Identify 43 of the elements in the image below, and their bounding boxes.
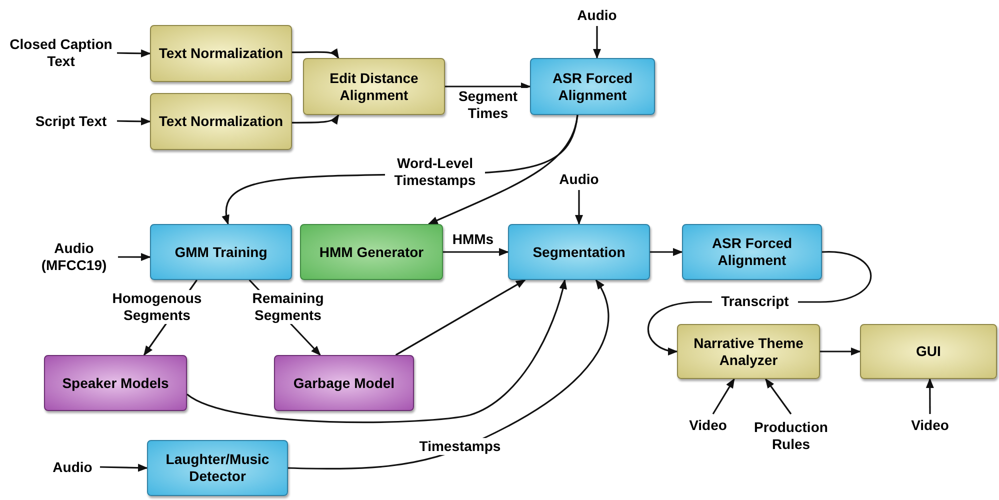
process-box: Narrative Theme Analyzer xyxy=(677,324,820,379)
arrow xyxy=(118,253,151,262)
arrow xyxy=(395,279,526,356)
arrow xyxy=(926,378,934,414)
input-label: Video xyxy=(905,414,955,436)
model-box: Speaker Models xyxy=(44,355,187,411)
arrow xyxy=(443,248,509,256)
input-label: Audio xyxy=(555,168,603,190)
arrow xyxy=(292,114,340,125)
process-box: HMM Generator xyxy=(300,224,443,280)
input-label: Audio (MFCC19) xyxy=(30,234,118,280)
arrow xyxy=(292,48,340,59)
arrow xyxy=(445,82,531,90)
edge-label: Word-Level Timestamps xyxy=(385,155,485,189)
input-label: Production Rules xyxy=(745,414,837,458)
input-label: Closed Caption Text xyxy=(5,32,117,74)
process-box: GMM Training xyxy=(150,224,292,280)
process-box: Text Normalization xyxy=(150,93,292,150)
arrow xyxy=(820,348,861,356)
input-label: Video xyxy=(683,414,733,436)
input-label: Script Text xyxy=(25,110,117,132)
input-label: Audio xyxy=(45,456,100,478)
arrow xyxy=(288,279,610,470)
arrow xyxy=(650,248,683,256)
arrow xyxy=(428,114,578,225)
process-box: ASR Forced Alignment xyxy=(530,58,655,115)
edge-label: Transcript xyxy=(712,293,798,310)
arrow xyxy=(100,464,148,472)
process-box: Text Normalization xyxy=(150,25,292,82)
arrow xyxy=(593,26,601,59)
arrow xyxy=(712,378,735,414)
process-box: Laughter/Music Detector xyxy=(147,440,288,496)
model-box: Garbage Model xyxy=(274,355,414,411)
input-label: Audio xyxy=(572,4,622,26)
process-box: GUI xyxy=(860,324,997,379)
arrow xyxy=(116,117,151,126)
arrow xyxy=(765,378,792,414)
process-box: Edit Distance Alignment xyxy=(303,58,445,115)
arrow xyxy=(575,190,583,225)
arrow xyxy=(116,49,151,58)
process-box: ASR Forced Alignment xyxy=(682,224,822,280)
arrow xyxy=(186,279,567,424)
process-box: Segmentation xyxy=(508,224,650,280)
